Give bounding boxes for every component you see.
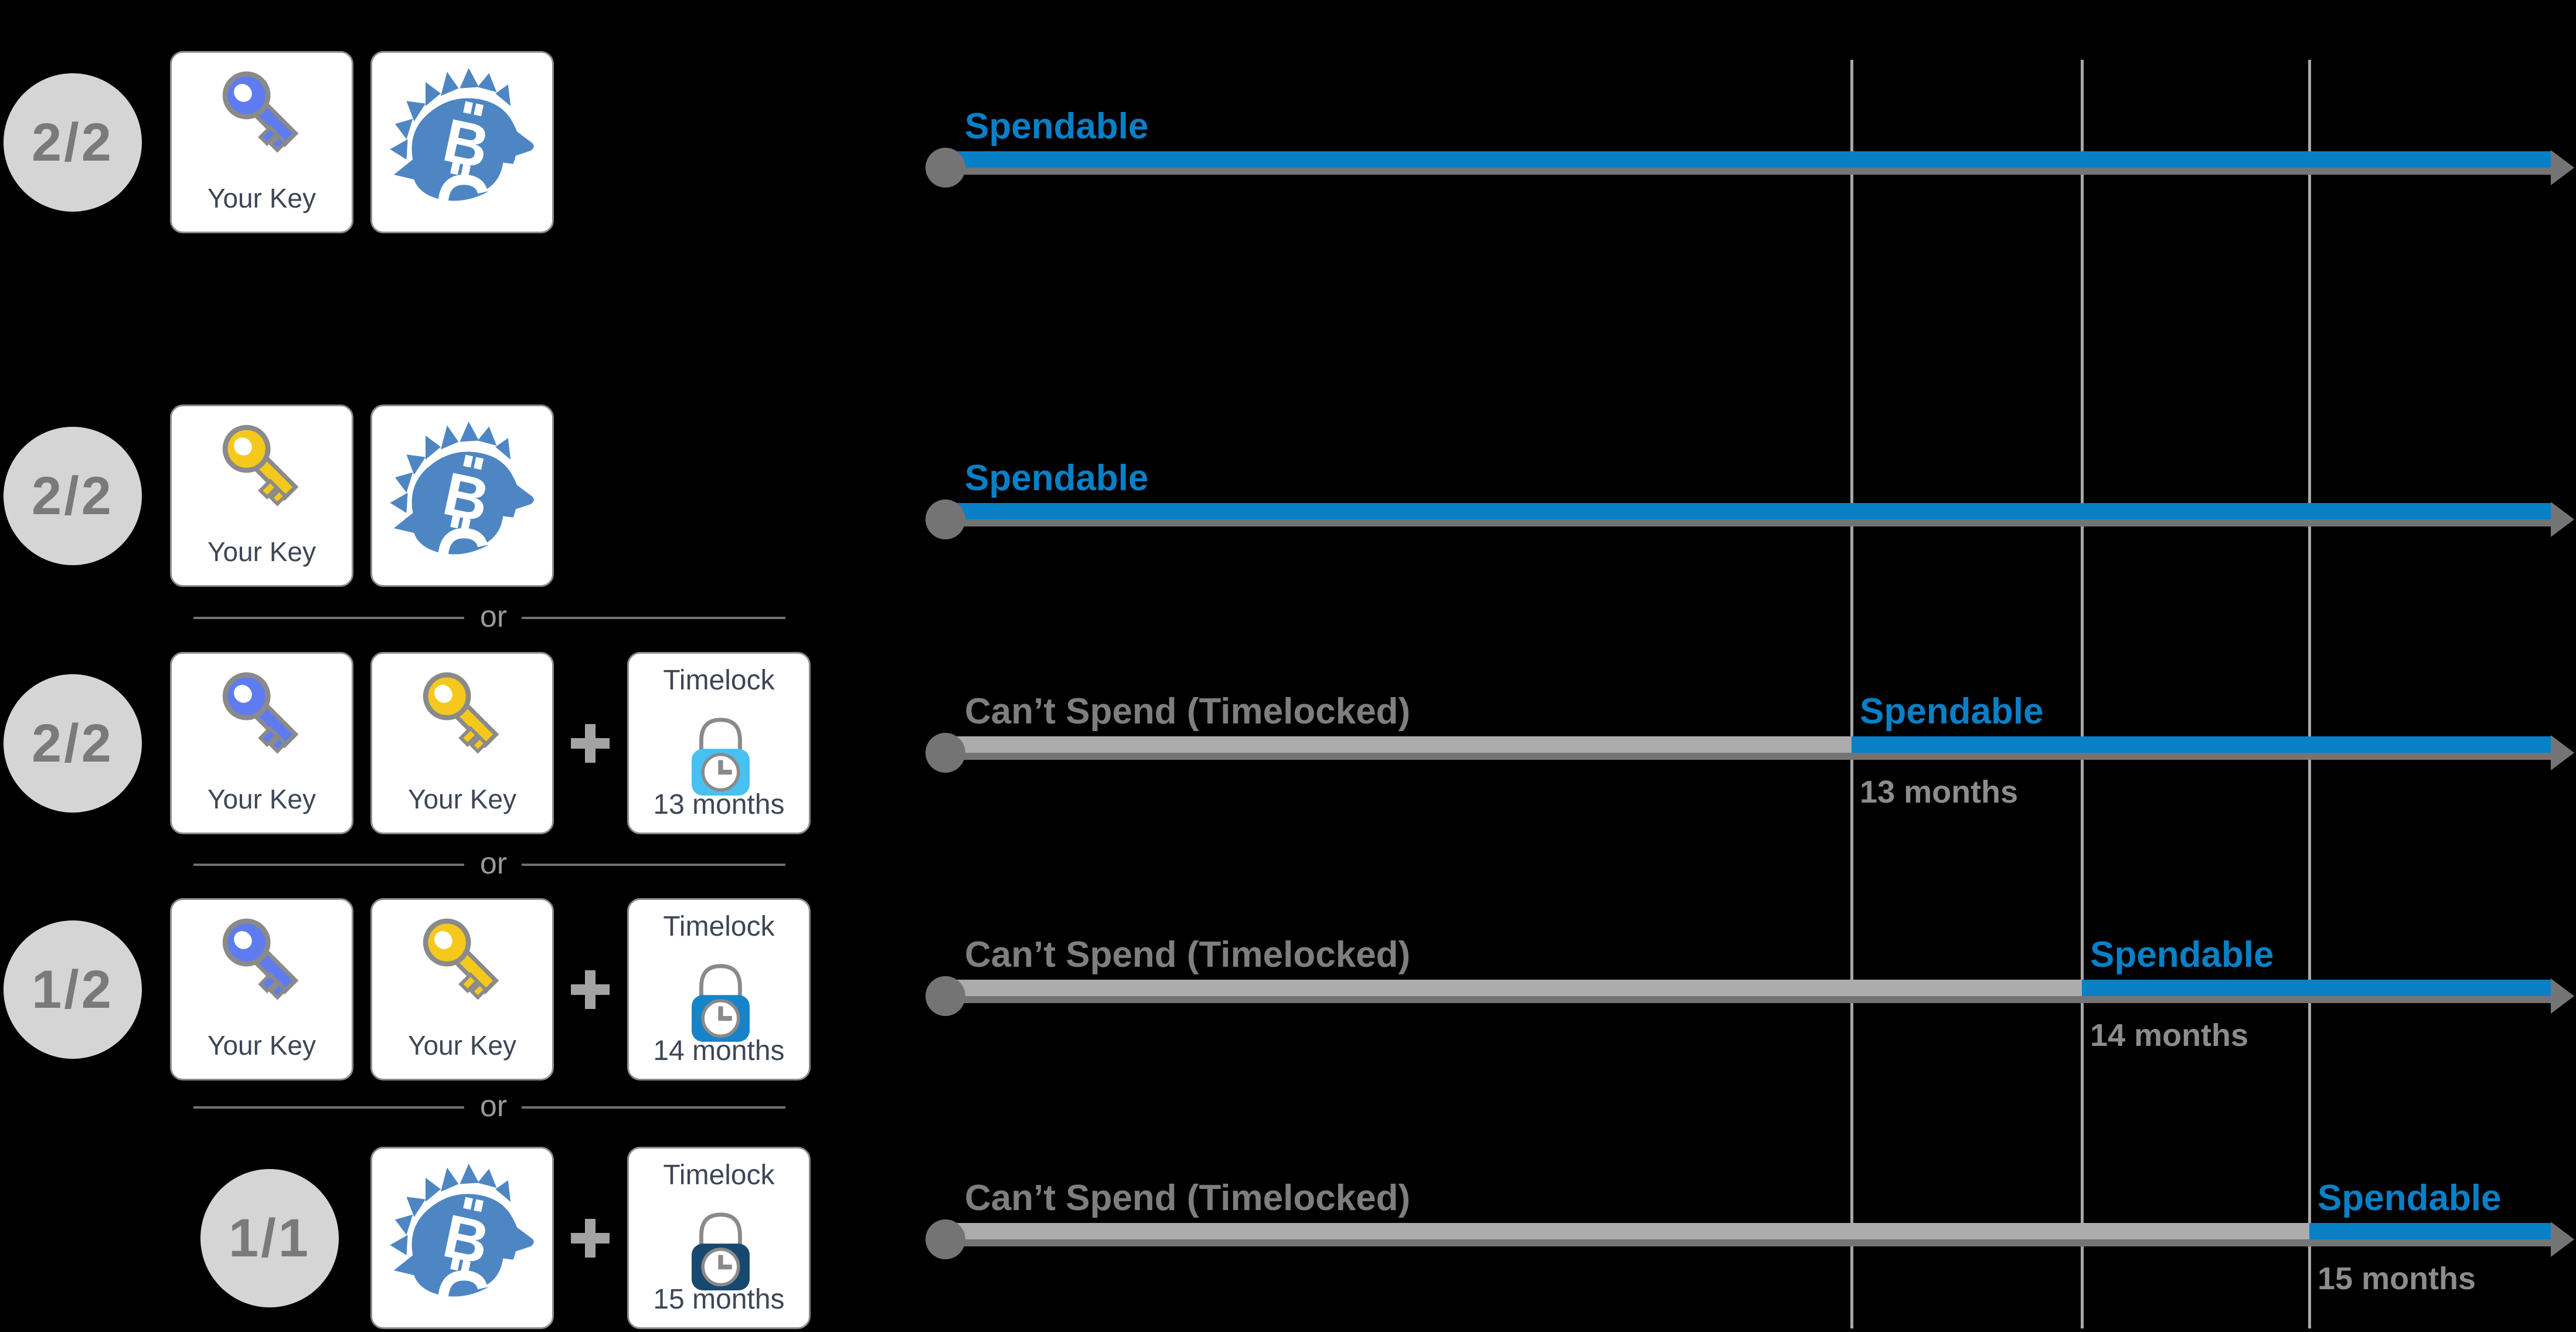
timelock-lock-clock-icon (672, 1200, 769, 1297)
timelock-lock-clock-icon (672, 705, 769, 802)
key-icon (413, 908, 515, 1011)
timeline-locked-label: Can’t Spend (Timelocked) (965, 1178, 1411, 1218)
timeline-line (945, 519, 2553, 526)
timelock-months: 13 months (653, 789, 785, 820)
timeline-line (945, 996, 2553, 1003)
timeline-spendable-label: Spendable (965, 106, 1149, 147)
quorum-badge: 1/1 (200, 1169, 339, 1307)
timeline-bar-locked (945, 736, 1852, 753)
or-label: or (479, 1089, 508, 1123)
timeline-arrowhead-icon (2551, 978, 2574, 1014)
or-divider-line (522, 1106, 785, 1109)
your-key-label: Your Key (207, 1030, 316, 1061)
your-key-label: Your Key (408, 784, 516, 814)
timeline-bar-spendable (1852, 736, 2551, 753)
plus-icon (571, 1219, 610, 1258)
timeline-arrowhead-icon (2551, 150, 2574, 185)
timeline-spendable-label: Spendable (2318, 1178, 2502, 1218)
gridline-14-months (2081, 60, 2084, 1328)
timeline-locked-label: Can’t Spend (Timelocked) (965, 691, 1411, 732)
quorum-badge-label: 2/2 (32, 713, 114, 773)
your-key-card: Your Key (170, 898, 353, 1080)
timelock-lock-clock-icon (672, 952, 769, 1048)
timeline-bar-spendable (945, 151, 2551, 168)
timeline-bar-spendable (2082, 980, 2551, 996)
quorum-badge-label: 2/2 (32, 112, 114, 172)
timeline-line (945, 168, 2553, 175)
quorum-badge: 2/2 (4, 73, 142, 212)
timeline-bar-spendable (945, 503, 2551, 519)
timeline-spendable-label: Spendable (2090, 935, 2274, 975)
timeline-months-label: 14 months (2090, 1018, 2249, 1053)
gridline-13-months (1850, 60, 1853, 1328)
timeline-bar-locked (945, 1223, 2309, 1239)
quorum-badge-label: 1/1 (229, 1208, 311, 1268)
your-key-label: Your Key (207, 183, 316, 213)
timeline-start-dot (925, 1219, 965, 1259)
hedgehog-card (370, 51, 554, 233)
timeline-spendable-label: Spendable (1860, 691, 2044, 732)
or-divider-line (193, 864, 464, 866)
timeline-start-dot (925, 976, 965, 1016)
timeline-bar-locked (945, 980, 2082, 996)
quorum-badge: 2/2 (4, 427, 142, 565)
your-key-label: Your Key (207, 784, 316, 814)
quorum-badge: 1/2 (4, 920, 142, 1059)
timeline-locked-label: Can’t Spend (Timelocked) (965, 935, 1411, 975)
timeline-arrowhead-icon (2551, 502, 2574, 537)
timelock-title: Timelock (663, 911, 775, 942)
key-icon (212, 662, 315, 764)
hedgehog-bitcoin-icon (384, 68, 543, 220)
timelock-months: 15 months (653, 1284, 785, 1315)
timeline-spendable-label: Spendable (965, 458, 1149, 498)
hedgehog-bitcoin-icon (384, 1164, 543, 1316)
your-key-label: Your Key (408, 1030, 516, 1061)
or-label: or (479, 600, 508, 634)
timeline-line (945, 753, 2553, 760)
timeline-bar-spendable (2309, 1223, 2551, 1239)
timelock-title: Timelock (663, 1160, 775, 1191)
or-divider-line (522, 617, 785, 619)
timeline-months-label: 13 months (1860, 774, 2019, 810)
quorum-badge-label: 1/2 (32, 959, 114, 1020)
key-icon (413, 662, 515, 764)
plus-icon (571, 970, 610, 1009)
hedgehog-card (370, 1147, 554, 1329)
timeline-start-dot (925, 500, 965, 539)
timeline-start-dot (925, 733, 965, 773)
timelock-title: Timelock (663, 665, 775, 696)
timelock-card: Timelock 15 months (627, 1147, 811, 1329)
timeline-months-label: 15 months (2318, 1261, 2476, 1296)
your-key-card: Your Key (170, 405, 353, 587)
timelock-months: 14 months (653, 1035, 785, 1066)
hedgehog-card (370, 405, 554, 587)
key-icon (212, 414, 315, 517)
key-icon (212, 61, 315, 164)
or-label: or (479, 847, 508, 881)
quorum-badge-label: 2/2 (32, 465, 114, 526)
your-key-card: Your Key (170, 51, 353, 233)
timeline-line (945, 1239, 2553, 1246)
timeline-arrowhead-icon (2551, 1222, 2574, 1257)
key-icon (212, 908, 315, 1011)
quorum-badge: 2/2 (4, 674, 142, 813)
gridline-15-months (2308, 60, 2311, 1328)
plus-icon (571, 724, 610, 763)
hedgehog-bitcoin-icon (384, 422, 543, 574)
your-key-card: Your Key (170, 652, 353, 834)
or-divider-line (193, 1106, 464, 1109)
your-key-card: Your Key (370, 652, 554, 834)
timeline-arrowhead-icon (2551, 735, 2574, 770)
your-key-card: Your Key (370, 898, 554, 1080)
your-key-label: Your Key (207, 536, 316, 567)
or-divider-line (522, 864, 785, 866)
timelock-card: Timelock 13 months (627, 652, 811, 834)
timelock-card: Timelock 14 months (627, 898, 811, 1080)
or-divider-line (193, 617, 464, 619)
timeline-start-dot (925, 148, 965, 188)
